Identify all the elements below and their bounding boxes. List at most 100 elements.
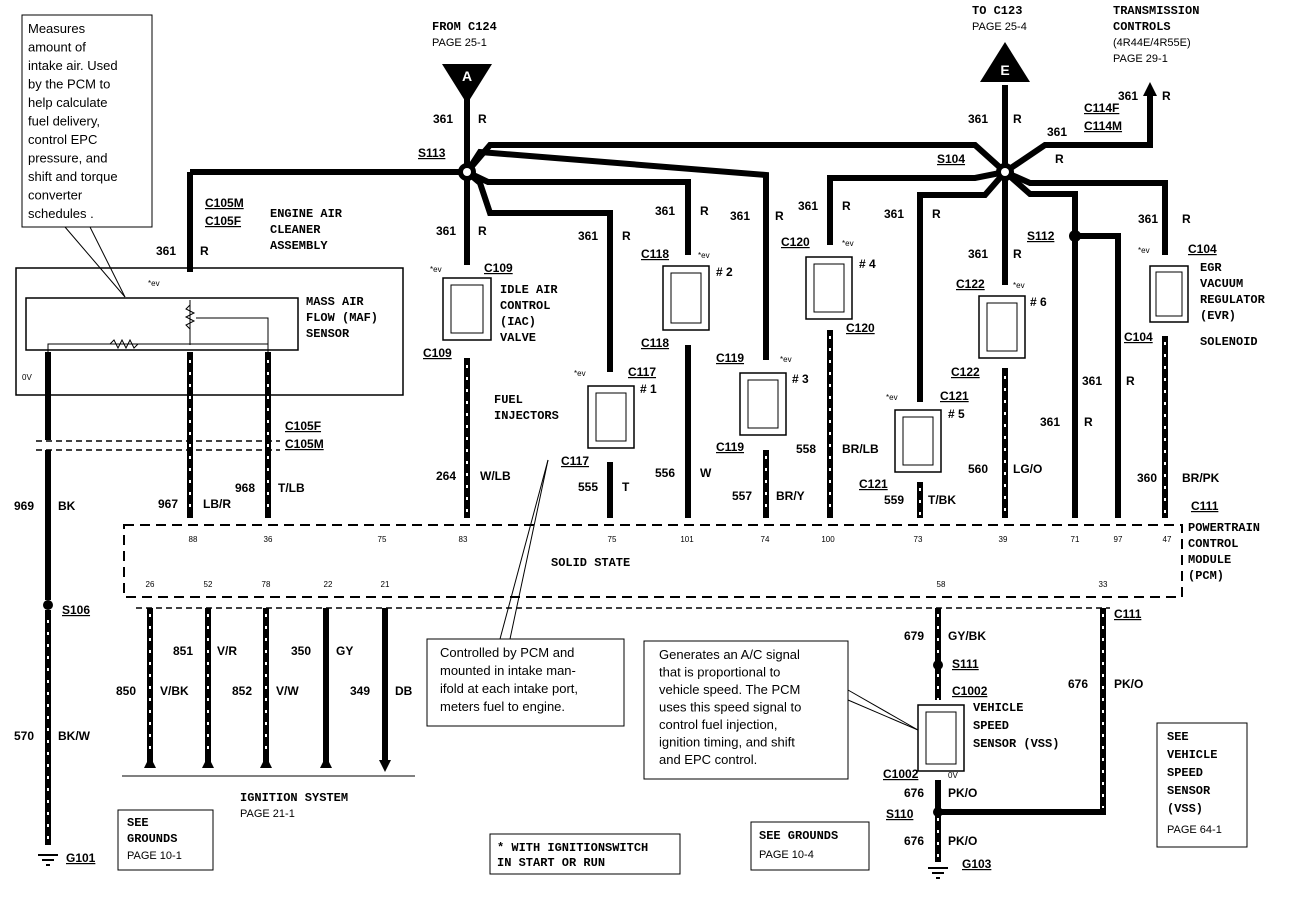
color-560: LG/O	[1013, 462, 1042, 476]
wire-361: 361	[730, 209, 750, 223]
wire-color: R	[1126, 374, 1135, 388]
color-676: PK/O	[948, 834, 977, 848]
conn-c120: C120	[846, 321, 875, 335]
wire-968: 968	[235, 481, 255, 495]
svg-text:TRANSMISSION: TRANSMISSION	[1113, 4, 1199, 18]
color-558: BR/LB	[842, 442, 879, 456]
color-556: W	[700, 466, 712, 480]
splice-s106: S106	[62, 603, 90, 617]
pcm-pin-label: 47	[1163, 535, 1172, 544]
fuel-injectors: FUEL	[494, 393, 523, 407]
connector-a: A	[442, 64, 492, 104]
pcm-pin-label: 52	[204, 580, 213, 589]
ev-label: *ev	[148, 279, 160, 288]
wire-color: R	[1055, 152, 1064, 166]
splice-s113: S113	[418, 146, 446, 160]
color-967: LB/R	[203, 497, 231, 511]
conn-c117: C117	[628, 365, 656, 379]
svg-text:(4R44E/4R55E): (4R44E/4R55E)	[1113, 37, 1191, 49]
fuel-injectors: INJECTORS	[494, 409, 559, 423]
svg-text:SENSOR: SENSOR	[306, 327, 350, 341]
conn-c105m: C105M	[285, 437, 324, 451]
pcm-pin-label: 26	[146, 580, 155, 589]
color-559: T/BK	[928, 493, 956, 507]
ev-label: *ev	[698, 251, 710, 260]
see-grounds-1: SEE GROUNDS PAGE 10-1	[117, 809, 214, 871]
wire-361: 361	[1040, 415, 1060, 429]
svg-text:SEE: SEE	[127, 816, 149, 830]
color-968: T/LB	[278, 481, 305, 495]
color-969: BK	[58, 499, 76, 513]
see-grounds-2: SEE GROUNDS PAGE 10-4	[750, 821, 870, 871]
pcm-pin-label: 58	[937, 580, 946, 589]
trans-arrow	[1143, 82, 1157, 96]
conn-c1002: C1002	[952, 684, 988, 698]
wire-555: 555	[578, 480, 598, 494]
pcm-pin-label: 33	[1099, 580, 1108, 589]
iac-label: CONTROL	[500, 299, 550, 313]
wire-361: 361	[1118, 89, 1138, 103]
wire-361: 361	[1138, 212, 1158, 226]
iac-label: (IAC)	[500, 315, 536, 329]
inj3-label: # 3	[792, 372, 809, 386]
svg-text:PAGE 10-1: PAGE 10-1	[127, 850, 182, 862]
vss-label: SPEED	[973, 719, 1009, 733]
pcm-pin-label: 71	[1071, 535, 1080, 544]
pcm-pin-label: 78	[262, 580, 271, 589]
inj6-label: # 6	[1030, 295, 1047, 309]
wire-676: 676	[904, 834, 924, 848]
svg-text:CONTROL: CONTROL	[1188, 537, 1238, 551]
wire-679: 679	[904, 629, 924, 643]
pcm-pin-label: 88	[189, 535, 198, 544]
wire-556: 556	[655, 466, 675, 480]
conn-c104: C104	[1188, 242, 1217, 256]
pcm-pin-label: 74	[761, 535, 770, 544]
wire-stripes	[47, 336, 1166, 858]
wire-color: R	[200, 244, 209, 258]
color-851: V/R	[217, 644, 237, 658]
svg-text:CLEANER: CLEANER	[270, 223, 321, 237]
svg-text:ENGINE AIR: ENGINE AIR	[270, 207, 343, 221]
connector-dashes	[36, 440, 1110, 609]
svg-text:PAGE 29-1: PAGE 29-1	[1113, 53, 1168, 65]
inj1-label: # 1	[640, 382, 657, 396]
wire-349: 349	[350, 684, 370, 698]
wire-color: R	[1182, 212, 1191, 226]
inj4-label: # 4	[859, 257, 876, 271]
wire-851: 851	[173, 644, 193, 658]
ev-label: *ev	[1138, 246, 1150, 255]
svg-text:PAGE 64-1: PAGE 64-1	[1167, 824, 1222, 836]
conn-c122: C122	[956, 277, 985, 291]
zero-v: 0V	[948, 771, 958, 780]
svg-text:0V: 0V	[22, 373, 32, 382]
wire-color: R	[932, 207, 941, 221]
vss-label: VEHICLE	[973, 701, 1023, 715]
pcm-box: SOLID STATE POWERTRAIN CONTROL MODULE (P…	[123, 521, 1260, 598]
color-676: PK/O	[1114, 677, 1143, 691]
pcm-pin-label: 39	[999, 535, 1008, 544]
see-vss-box: SEE VEHICLE SPEED SENSOR (VSS) PAGE 64-1	[1156, 722, 1248, 848]
coil-details	[450, 263, 1183, 765]
svg-text:VEHICLE: VEHICLE	[1167, 748, 1217, 762]
conn-c119: C119	[716, 440, 744, 454]
svg-text:MODULE: MODULE	[1188, 553, 1231, 567]
color-555: T	[622, 480, 630, 494]
evr-label: EGR	[1200, 261, 1222, 275]
air-cleaner-box: 0V	[15, 267, 404, 396]
wire-850: 850	[116, 684, 136, 698]
wire-color: R	[775, 209, 784, 223]
ground-g101: G101	[66, 851, 96, 865]
color-676: PK/O	[948, 786, 977, 800]
inj5-label: # 5	[948, 407, 965, 421]
wire-color: R	[478, 224, 487, 238]
pcm-pin-label: 21	[381, 580, 390, 589]
ground-symbols	[38, 854, 948, 879]
wire-350: 350	[291, 644, 311, 658]
wire-852: 852	[232, 684, 252, 698]
iac-label: IDLE AIR	[500, 283, 558, 297]
conn-c121: C121	[859, 477, 888, 491]
